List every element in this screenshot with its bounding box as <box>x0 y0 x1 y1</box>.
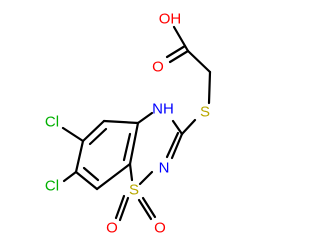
atom-label-n-ring: N <box>159 160 170 177</box>
bond-c4a-c5 <box>102 119 140 125</box>
bond-c6-c7 <box>74 139 85 174</box>
atom-label-cl-top: Cl <box>45 114 59 131</box>
bond-c5-c6 <box>81 119 106 143</box>
atom-label-o-sulfonyl-right: O <box>154 220 166 237</box>
bond-c3-n-double-a <box>170 132 184 160</box>
bond-c3-n-double-b <box>165 131 180 159</box>
atom-label-s-thioether: S <box>200 104 210 121</box>
atom-label-s-sulfonyl: S <box>129 182 139 199</box>
bond-s-o-left-b <box>114 194 126 220</box>
bond-oh-c <box>172 25 190 53</box>
atom-label-o-sulfonyl-left: O <box>106 220 118 237</box>
atom-labels: OH O S NH N S O O Cl Cl <box>45 11 210 237</box>
molecule-structure-diagram: OH O S NH N S O O Cl Cl <box>45 11 212 237</box>
bond-aromatic-inner-2 <box>82 166 100 182</box>
bond-s-o-left-a <box>118 196 130 222</box>
atom-label-cl-bottom: Cl <box>45 178 59 195</box>
bond-s-o-right-b <box>141 196 157 219</box>
bond-c8-c8a <box>95 162 132 191</box>
bond-c-ch2 <box>186 49 212 74</box>
bond-aromatic-inner-3 <box>122 132 132 162</box>
bond-s-c8a <box>128 162 134 182</box>
bond-c4a-c8a <box>128 121 140 166</box>
bond-nh-c4a <box>136 111 154 125</box>
bonds <box>61 25 212 222</box>
bond-ch2-s <box>207 70 212 105</box>
bond-c-o-double-b <box>165 44 187 59</box>
atom-label-nh: NH <box>152 101 174 118</box>
bond-s-c3 <box>180 118 197 136</box>
bond-s-o-right-a <box>137 198 153 221</box>
bond-c7-cl <box>62 170 78 183</box>
bond-c-o-double-a <box>168 49 190 64</box>
bond-c7-c8 <box>74 170 99 191</box>
bond-aromatic-inner-1 <box>88 127 108 146</box>
atom-label-oh: OH <box>159 11 182 28</box>
atom-label-o-carbonyl: O <box>152 59 164 76</box>
bond-n-s <box>138 170 154 186</box>
bond-c3-nh <box>171 119 184 136</box>
bond-c6-cl <box>61 126 85 143</box>
